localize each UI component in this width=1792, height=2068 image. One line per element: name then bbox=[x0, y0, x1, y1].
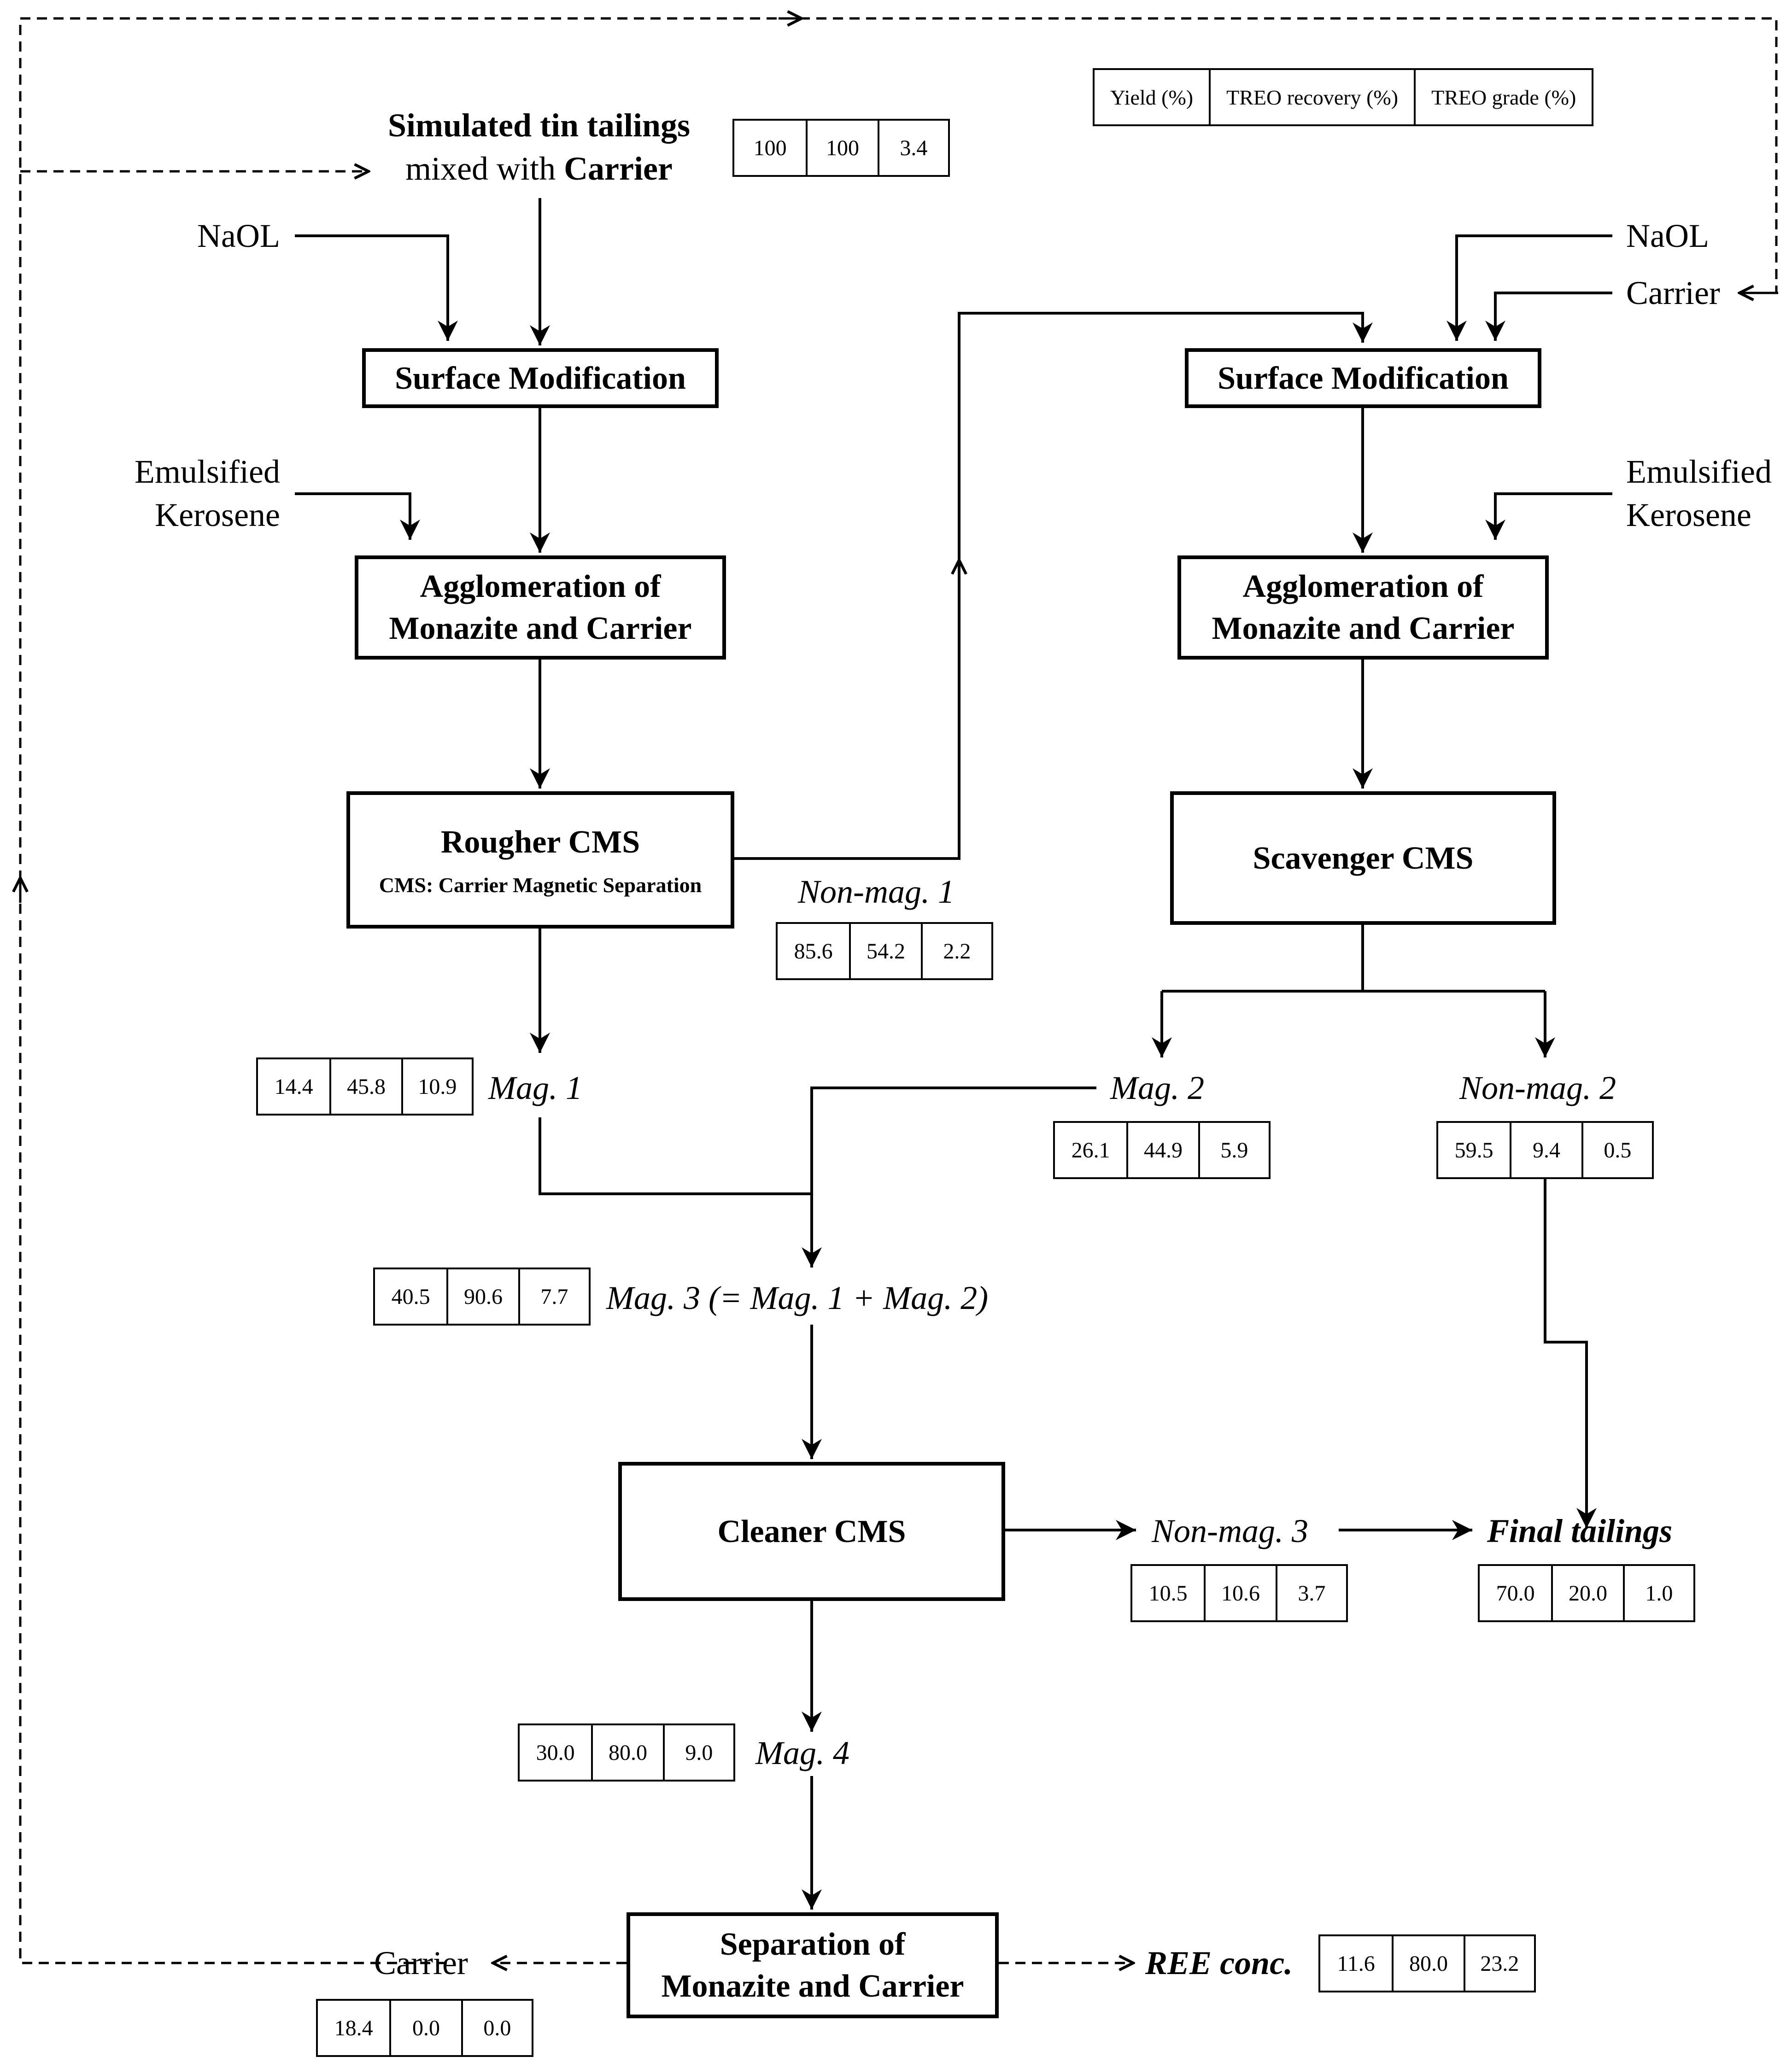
nonmag3-recovery: 10.6 bbox=[1204, 1566, 1275, 1620]
mag3-values-table: 40.5 90.6 7.7 bbox=[373, 1268, 591, 1326]
feed-yield: 100 bbox=[753, 135, 787, 160]
mag3-grade: 7.7 bbox=[518, 1269, 589, 1324]
feed-line-2: mixed with Carrier bbox=[405, 150, 673, 187]
mag1-grade: 10.9 bbox=[401, 1059, 472, 1114]
scavenger-split bbox=[1162, 925, 1545, 993]
agglomeration-left: Agglomeration of Monazite and Carrier bbox=[355, 555, 726, 660]
nonmag1-values-table: 85.6 54.2 2.2 bbox=[776, 922, 993, 980]
nonmag3-values-table: 10.5 10.6 3.7 bbox=[1130, 1564, 1348, 1622]
feed-label: Simulated tin tailings mixed with Carrie… bbox=[350, 104, 728, 190]
mag4-yield: 30.0 bbox=[536, 1740, 575, 1765]
mag3-label: Mag. 3 (= Mag. 1 + Mag. 2) bbox=[606, 1279, 989, 1316]
feed-values-table: 100 100 3.4 bbox=[732, 119, 950, 177]
mag1-values-table: 14.4 45.8 10.9 bbox=[256, 1057, 474, 1116]
mag4-grade: 9.0 bbox=[662, 1725, 733, 1780]
carrier-out-label: Carrier bbox=[374, 1945, 468, 1981]
mag4-values-table: 30.0 80.0 9.0 bbox=[518, 1723, 735, 1782]
nonmag2-yield: 59.5 bbox=[1454, 1138, 1493, 1163]
carrier-out-yield: 18.4 bbox=[334, 2015, 373, 2040]
final-tailings-grade: 1.0 bbox=[1622, 1566, 1693, 1620]
kerosene-left-arrow bbox=[295, 492, 420, 540]
surface-modification-left: Surface Modification bbox=[362, 348, 719, 408]
feed-line-1: Simulated tin tailings bbox=[387, 107, 691, 144]
mag2-label: Mag. 2 bbox=[1110, 1069, 1204, 1106]
nonmag2-to-tailings-arrow bbox=[1544, 1178, 1597, 1528]
mag2-yield: 26.1 bbox=[1071, 1138, 1110, 1163]
carrier-out-grade: 0.0 bbox=[461, 2001, 532, 2055]
mag2-grade: 5.9 bbox=[1198, 1123, 1269, 1177]
nonmag3-grade: 3.7 bbox=[1275, 1566, 1346, 1620]
kerosene-right-arrow bbox=[1485, 492, 1612, 540]
nonmag3-yield: 10.5 bbox=[1148, 1581, 1188, 1606]
legend-treo-recovery: TREO recovery (%) bbox=[1209, 70, 1414, 124]
mag4-label: Mag. 4 bbox=[755, 1735, 849, 1771]
ree-conc-label: REE conc. bbox=[1145, 1945, 1293, 1981]
nonmag3-label: Non-mag. 3 bbox=[1152, 1513, 1308, 1549]
nonmag1-route bbox=[732, 312, 1373, 860]
kerosene-right-label: Emulsified Kerosene bbox=[1626, 453, 1772, 533]
ree-conc-values-table: 11.6 80.0 23.2 bbox=[1318, 1934, 1536, 1992]
naol-left-arrow bbox=[295, 234, 458, 341]
feed-grade: 3.4 bbox=[877, 121, 948, 175]
final-tailings-values-table: 70.0 20.0 1.0 bbox=[1478, 1564, 1695, 1622]
scavenger-cms: Scavenger CMS bbox=[1170, 791, 1556, 925]
mag2-values-table: 26.1 44.9 5.9 bbox=[1053, 1121, 1271, 1179]
ree-conc-recovery: 80.0 bbox=[1392, 1936, 1463, 1991]
carrier-right-label: Carrier bbox=[1626, 275, 1720, 311]
nonmag1-grade: 2.2 bbox=[920, 924, 991, 978]
agglomeration-right: Agglomeration of Monazite and Carrier bbox=[1177, 555, 1549, 660]
final-tailings-yield: 70.0 bbox=[1496, 1581, 1535, 1606]
mag2-recovery: 44.9 bbox=[1126, 1123, 1198, 1177]
cleaner-cms: Cleaner CMS bbox=[618, 1462, 1005, 1601]
mag1-to-merge-line bbox=[539, 1117, 812, 1195]
mag4-recovery: 80.0 bbox=[591, 1725, 662, 1780]
nonmag2-values-table: 59.5 9.4 0.5 bbox=[1436, 1121, 1654, 1179]
legend-table: Yield (%) TREO recovery (%) TREO grade (… bbox=[1093, 68, 1594, 126]
mag3-yield: 40.5 bbox=[391, 1284, 430, 1309]
rougher-cms: Rougher CMS CMS: Carrier Magnetic Separa… bbox=[346, 791, 734, 929]
naol-left-label: NaOL bbox=[197, 217, 280, 254]
nonmag1-label: Non-mag. 1 bbox=[798, 873, 955, 910]
legend-treo-grade: TREO grade (%) bbox=[1414, 70, 1592, 124]
carrier-out-recovery: 0.0 bbox=[389, 2001, 461, 2055]
separation-of-monazite-and-carrier: Separation of Monazite and Carrier bbox=[627, 1912, 999, 2018]
nonmag2-recovery: 9.4 bbox=[1510, 1123, 1581, 1177]
final-tailings-recovery: 20.0 bbox=[1551, 1566, 1622, 1620]
feed-recovery: 100 bbox=[806, 121, 877, 175]
carrier-recycle-path bbox=[19, 17, 1778, 1964]
ree-conc-grade: 23.2 bbox=[1463, 1936, 1534, 1991]
carrier-out-values-table: 18.4 0.0 0.0 bbox=[316, 1999, 533, 2057]
carrier-right-arrow bbox=[1485, 292, 1612, 341]
nonmag2-label: Non-mag. 2 bbox=[1459, 1069, 1616, 1106]
naol-right-label: NaOL bbox=[1626, 217, 1709, 254]
mag1-label: Mag. 1 bbox=[488, 1069, 582, 1106]
final-tailings-label: Final tailings bbox=[1487, 1513, 1673, 1549]
mag3-recovery: 90.6 bbox=[446, 1269, 518, 1324]
mag2-to-merge-line bbox=[802, 1087, 1096, 1268]
kerosene-left-label: Emulsified Kerosene bbox=[135, 453, 280, 533]
nonmag2-grade: 0.5 bbox=[1581, 1123, 1652, 1177]
naol-right-arrow bbox=[1446, 234, 1612, 341]
mag1-recovery: 45.8 bbox=[329, 1059, 401, 1114]
nonmag1-recovery: 54.2 bbox=[849, 924, 920, 978]
nonmag1-yield: 85.6 bbox=[794, 939, 833, 964]
legend-yield: Yield (%) bbox=[1110, 85, 1194, 109]
mag1-yield: 14.4 bbox=[274, 1074, 313, 1099]
surface-modification-right: Surface Modification bbox=[1185, 348, 1541, 408]
ree-conc-yield: 11.6 bbox=[1337, 1951, 1375, 1976]
